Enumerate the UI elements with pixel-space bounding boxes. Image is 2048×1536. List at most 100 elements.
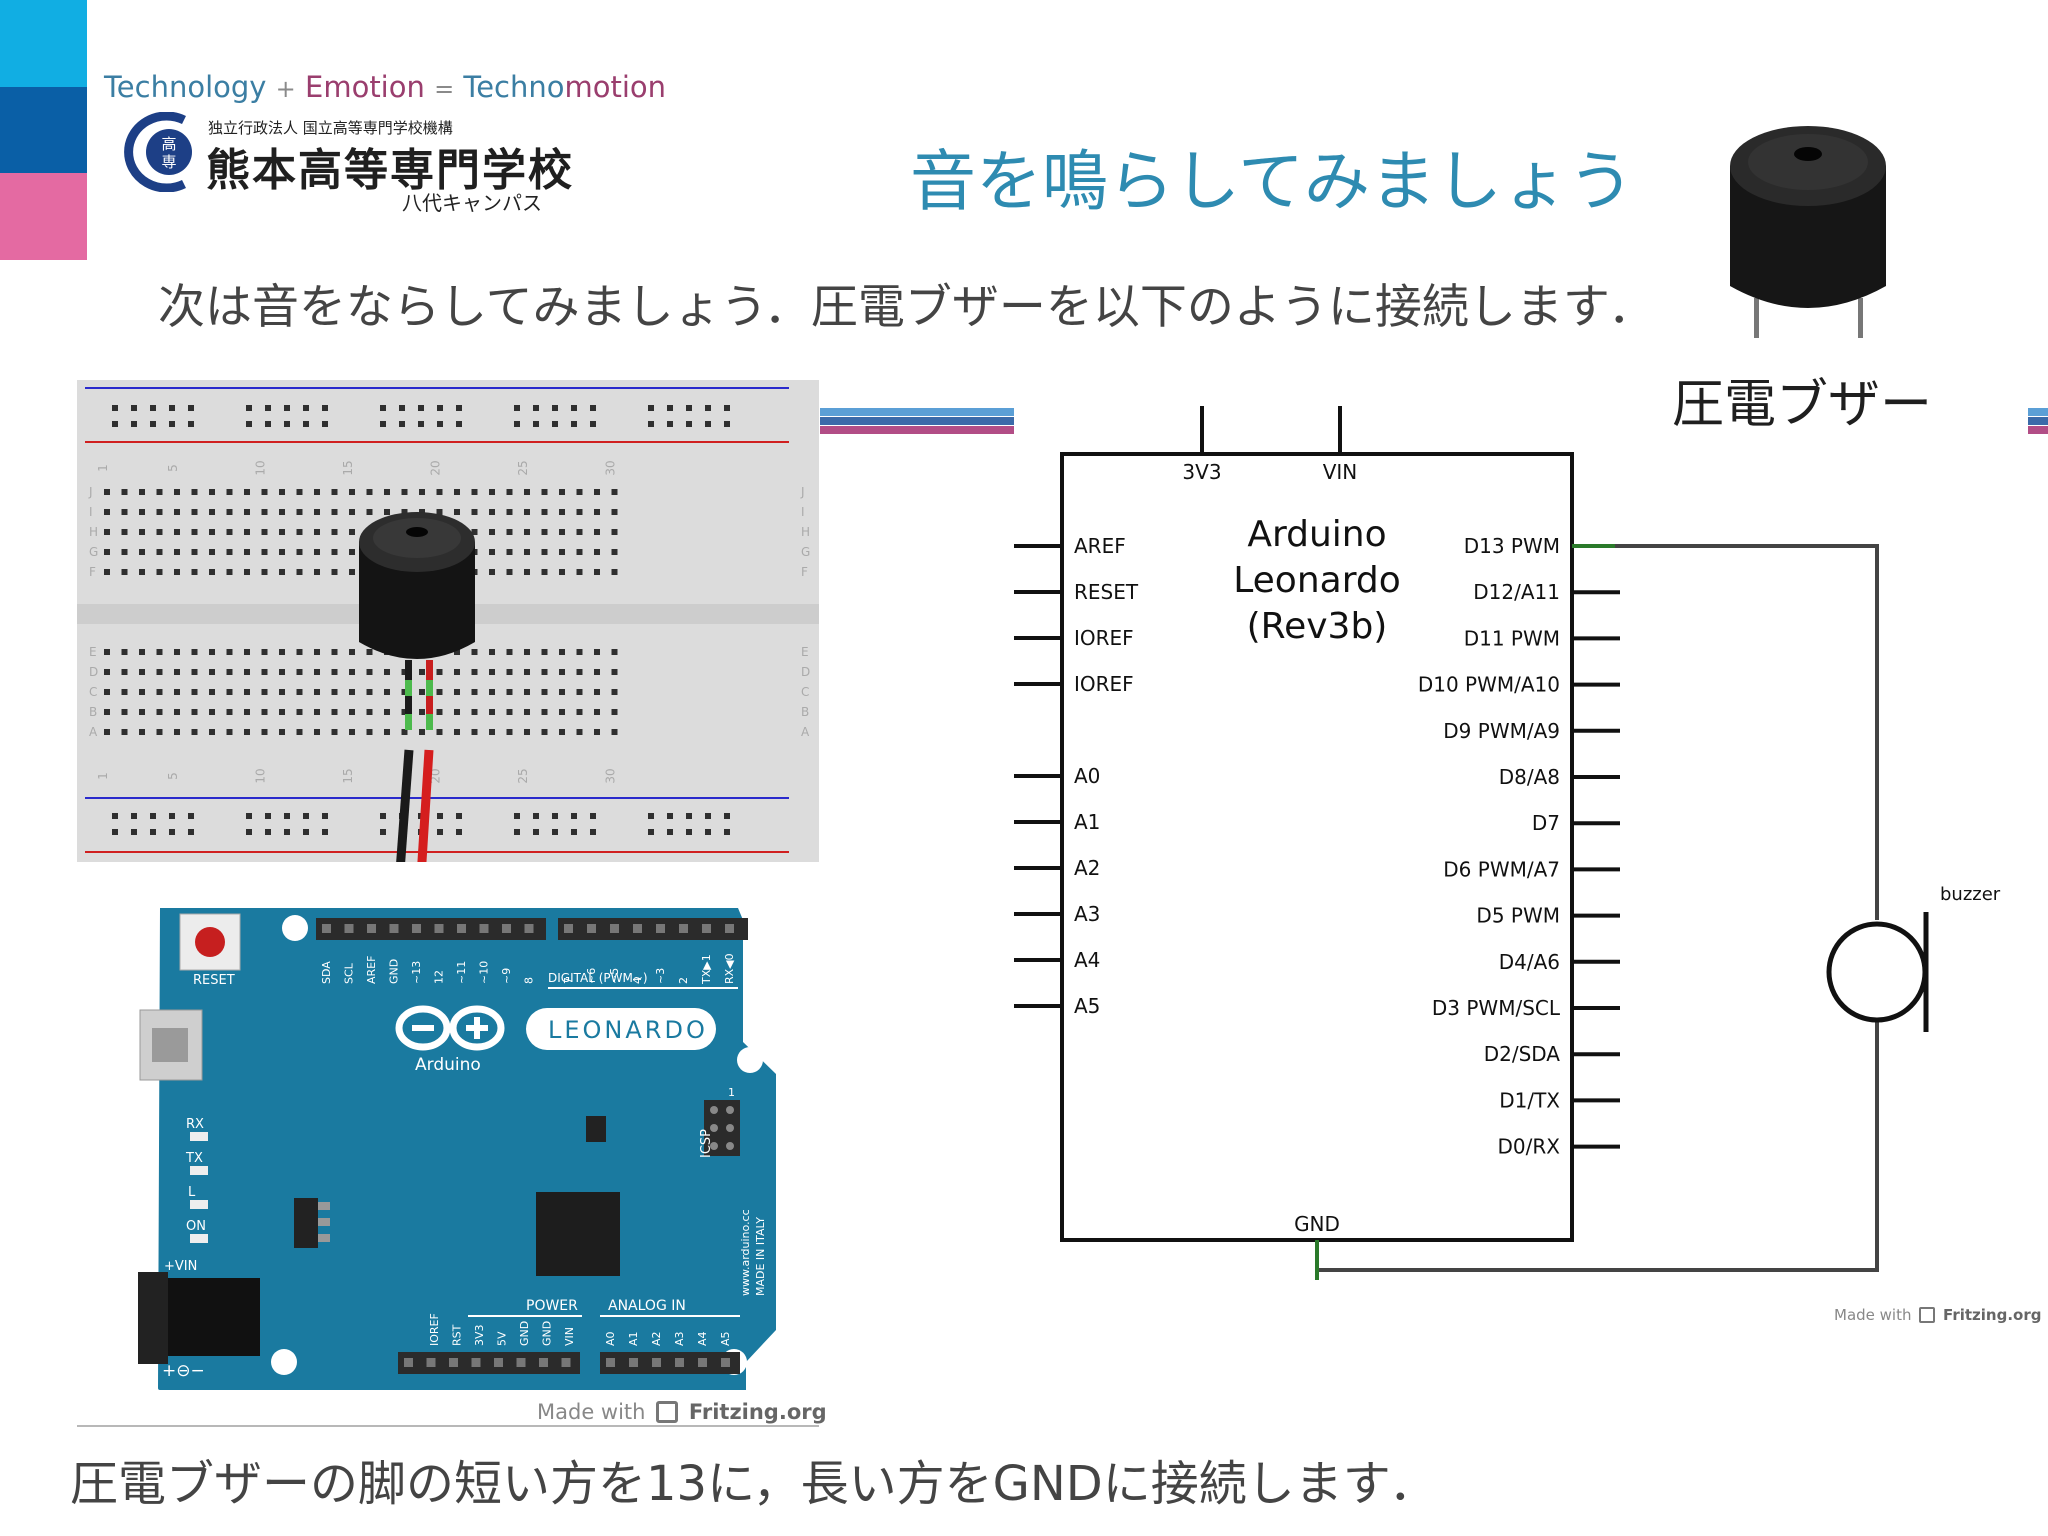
reset-label: RESET (193, 973, 235, 988)
fritzing-icon (1919, 1307, 1936, 1323)
school-name: 熊本高等専門学校 (206, 145, 574, 196)
buzzer-symbol (1826, 912, 1929, 1032)
digital-pin-label: ~9 (500, 968, 513, 984)
polarity-icon: +⊖− (162, 1361, 205, 1381)
digital-pin-label: RX◀0 (723, 953, 736, 984)
arduino-chip-symbol (1060, 452, 1574, 1242)
digital-pin-label: SDA (320, 961, 333, 984)
schematic-wires (1315, 544, 1879, 1280)
left-pin-label: A4 (1074, 948, 1100, 972)
buzzer-component-label: buzzer (1940, 884, 2001, 905)
analog-pin-label: A0 (604, 1331, 617, 1346)
bb-row-letter: A (801, 725, 810, 739)
digital-pin-label: ~10 (478, 961, 491, 984)
digital-pin-label: 8 (523, 977, 536, 984)
small-chip (586, 1116, 606, 1142)
digital-pin-label: 4 (631, 977, 644, 984)
svg-text:専: 専 (161, 153, 176, 171)
digital-pin-label: AREF (365, 956, 378, 984)
vin-label: +VIN (164, 1259, 197, 1274)
right-pin-label: D12/A11 (1473, 580, 1560, 604)
power-pin-label: GND (518, 1321, 531, 1346)
bb-row-letter: E (801, 645, 809, 659)
tagline-plus: + (275, 75, 296, 103)
right-pin-label: D5 PWM (1476, 904, 1560, 928)
left-pin-label: AREF (1074, 534, 1126, 558)
pin-vin: VIN (1323, 460, 1358, 484)
caption-divider (77, 1425, 819, 1427)
digital-pin-label: 12 (433, 970, 446, 984)
fritzing-credit-left: Made with Fritzing.org (537, 1400, 827, 1424)
power-pin-label: RST (451, 1324, 464, 1346)
org-name-small: 独立行政法人 国立高等専門学校機構 (208, 119, 453, 137)
analog-label: ANALOG IN (608, 1298, 686, 1314)
right-pin-label: D3 PWM/SCL (1432, 996, 1561, 1020)
power-label: POWER (526, 1298, 578, 1314)
credit-brand: Fritzing.org (688, 1400, 827, 1424)
bb-col-number: 30 (604, 768, 618, 783)
left-pin-label: IOREF (1074, 672, 1134, 696)
analog-pin-label: A4 (696, 1331, 709, 1346)
bb-row-letter: A (89, 725, 98, 739)
bb-row-letter: H (801, 525, 810, 539)
campus-name: 八代キャンパス (402, 191, 542, 215)
right-pin-label: D6 PWM/A7 (1443, 857, 1560, 881)
icsp-header[interactable] (704, 1100, 740, 1156)
bb-col-number: 15 (341, 768, 355, 783)
tagline-motion: motion (564, 70, 667, 104)
left-pin-label: A0 (1074, 764, 1100, 788)
bb-row-letter: B (801, 705, 809, 719)
breadboard-buzzer (359, 512, 475, 730)
bb-row-letter: E (89, 645, 97, 659)
bb-row-letter: H (89, 525, 98, 539)
tagline-emotion: Emotion (305, 70, 425, 104)
accent-blue-block (0, 87, 87, 173)
usb-port[interactable] (139, 1009, 203, 1081)
reset-button[interactable] (179, 913, 241, 971)
bb-col-number: 25 (516, 768, 530, 783)
right-pin-label: D10 PWM/A10 (1418, 673, 1560, 697)
site-label: www.arduino.cc (739, 1209, 752, 1296)
icsp-label: ICSP (699, 1129, 714, 1158)
bb-row-letter: B (89, 705, 97, 719)
bb-row-letter: D (89, 665, 98, 679)
status-leds (190, 1132, 208, 1243)
digital-pin-label: ~11 (455, 961, 468, 984)
analog-pin-label: A3 (673, 1331, 686, 1346)
bb-row-letter: F (801, 565, 808, 579)
right-pin-label: D9 PWM/A9 (1443, 719, 1560, 743)
right-pin-label: D4/A6 (1499, 950, 1560, 974)
bb-row-letter: I (801, 505, 805, 519)
bottom-caption: 圧電ブザーの脚の短い方を13に，長い方をGNDに接続します． (70, 1456, 1437, 1512)
arduino-text: Arduino (415, 1055, 481, 1075)
circuit-schematic: 3V3 VIN Arduino Leonardo (Rev3b) AREFRES… (1014, 406, 2001, 1280)
left-pin-label: IOREF (1074, 626, 1134, 650)
bb-row-letter: G (89, 545, 98, 559)
icsp-pin-1: 1 (728, 1086, 735, 1099)
analog-pin-label: A2 (650, 1331, 663, 1346)
arduino-logo-icon (395, 1005, 505, 1051)
bb-col-number: 15 (341, 460, 355, 475)
digital-pin-label: ~13 (410, 961, 423, 984)
voltage-regulator (294, 1198, 330, 1248)
credit-brand: Fritzing.org (1943, 1306, 2042, 1324)
credit-made-with: Made with (537, 1400, 646, 1424)
chip-name-1: Arduino (1247, 514, 1386, 555)
analog-pin-label: A5 (719, 1331, 732, 1346)
intro-text: 次は音をならしてみましょう．圧電ブザーを以下のように接続します． (158, 280, 1655, 335)
power-jack[interactable] (138, 1272, 260, 1364)
power-pin-label: IOREF (428, 1313, 441, 1346)
digital-pin-label: GND (388, 959, 401, 984)
header-holes (322, 924, 734, 1367)
tagline-equals: = (434, 75, 455, 103)
power-pin-label: 5V (496, 1331, 509, 1346)
bb-row-letter: D (801, 665, 810, 679)
bb-row-letter: J (88, 485, 93, 499)
breadboard-holes (104, 405, 730, 835)
school-logo-icon: 高 専 (124, 112, 192, 192)
pin-3v3: 3V3 (1182, 460, 1221, 484)
